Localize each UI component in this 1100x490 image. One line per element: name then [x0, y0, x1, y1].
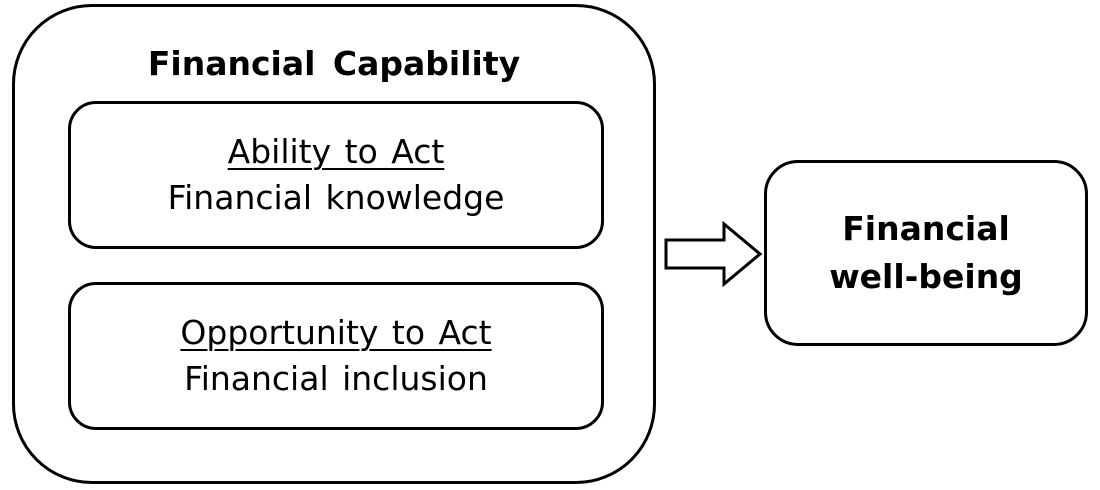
financial-knowledge-label: Financial knowledge	[167, 178, 505, 217]
opportunity-to-act-heading: Opportunity to Act	[180, 313, 492, 352]
financial-inclusion-label: Financial inclusion	[184, 359, 488, 398]
opportunity-to-act-box: Opportunity to Act Financial inclusion	[68, 282, 604, 430]
financial-well-being-label: Financial well-being	[829, 209, 1023, 296]
ability-to-act-heading: Ability to Act	[227, 132, 445, 171]
financial-capability-title: Financial Capability	[147, 44, 521, 83]
right-arrow-icon	[664, 220, 763, 288]
ability-to-act-box: Ability to Act Financial knowledge	[68, 101, 604, 249]
financial-well-being-box: Financial well-being	[764, 160, 1088, 346]
financial-capability-container	[12, 4, 656, 484]
